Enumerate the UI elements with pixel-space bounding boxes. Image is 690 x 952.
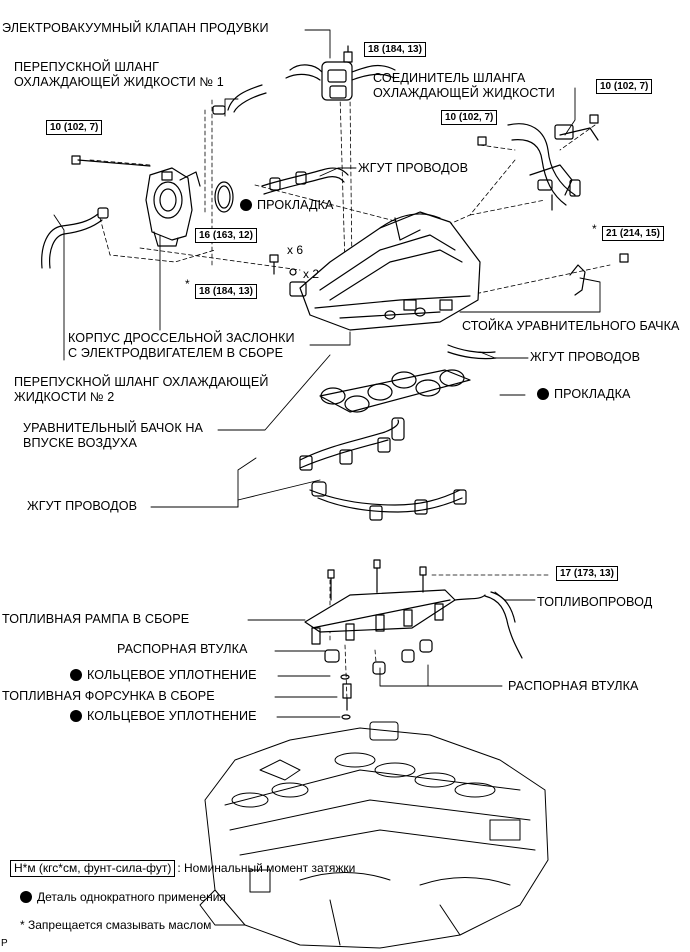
label-bypass-hose-2: ПЕРЕПУСКНОЙ ШЛАНГ ОХЛАЖДАЮЩЕЙ ЖИДКОСТИ №… xyxy=(14,375,269,404)
leader-lines xyxy=(53,29,601,718)
throttle-gasket-illustration xyxy=(214,181,234,213)
throttle-body-illustration xyxy=(71,155,201,247)
hose-connector-illustration xyxy=(477,114,599,211)
no-oil-star-mark: * xyxy=(185,277,190,291)
fuel-pipe-illustration xyxy=(484,591,523,659)
intake-gasket-illustration xyxy=(319,369,471,413)
non-reusable-dot-icon xyxy=(70,669,82,681)
label-throttle-body: КОРПУС ДРОССЕЛЬНОЙ ЗАСЛОНКИ С ЭЛЕКТРОДВИ… xyxy=(68,331,295,360)
torque-throttle-a: 16 (163, 12) xyxy=(195,228,257,243)
torque-left: 10 (102, 7) xyxy=(46,120,103,135)
count-x6: x 6 xyxy=(287,243,304,257)
label-wire-harness-1: ЖГУТ ПРОВОДОВ xyxy=(358,161,469,175)
purge-vsv-illustration xyxy=(285,45,396,101)
torque-unit: Н*м (кгс*см, фунт-сила-фут) xyxy=(10,860,176,877)
label-hose-connector: СОЕДИНИТЕЛЬ ШЛАНГА ОХЛАЖДАЮЩЕЙ ЖИДКОСТИ xyxy=(373,71,555,100)
label-surge-tank: УРАВНИТЕЛЬНЫЙ БАЧОК НА ВПУСКЕ ВОЗДУХА xyxy=(23,421,204,450)
spacers-illustration xyxy=(324,639,433,675)
bypass-hose-2-illustration xyxy=(41,207,109,269)
label-o-ring-2: КОЛЬЦЕВОЕ УПЛОТНЕНИЕ xyxy=(70,709,257,724)
count-x2: x 2 xyxy=(303,267,320,281)
throttle-bolts-illustration xyxy=(269,254,297,276)
label-o-ring-1: КОЛЬЦЕВОЕ УПЛОТНЕНИЕ xyxy=(70,668,257,683)
label-wire-harness-3: ЖГУТ ПРОВОДОВ xyxy=(27,499,138,513)
legend-non-reusable: Деталь однократного применения xyxy=(20,890,226,905)
label-fuel-pipe: ТОПЛИВОПРОВОД xyxy=(537,595,653,609)
label-stay-surge-tank: СТОЙКА УРАВНИТЕЛЬНОГО БАЧКА xyxy=(462,319,680,333)
non-reusable-dot-icon xyxy=(70,710,82,722)
torque-stay: 21 (214, 15) xyxy=(602,226,664,241)
dashed-assembly-lines xyxy=(89,94,611,701)
stay-surge-tank-illustration xyxy=(569,253,629,296)
injector-illustration xyxy=(340,674,352,720)
no-oil-star-mark-2: * xyxy=(592,222,597,236)
non-reusable-dot-icon xyxy=(537,388,549,400)
wire-harness-mid-illustration xyxy=(447,344,497,360)
corner-mark: P xyxy=(1,938,8,949)
wire-harness-lower-illustration xyxy=(299,417,467,521)
torque-throttle-b: 18 (184, 13) xyxy=(195,284,257,299)
non-reusable-dot-icon xyxy=(240,199,252,211)
wire-harness-upper-illustration xyxy=(261,167,349,195)
torque-connector-b: 10 (102, 7) xyxy=(441,110,498,125)
label-bypass-hose-1: ПЕРЕПУСКНОЙ ШЛАНГ ОХЛАЖДАЮЩЕЙ ЖИДКОСТИ №… xyxy=(14,60,224,89)
legend-torque: Н*м (кгс*см, фунт-сила-фут): Номинальный… xyxy=(10,860,355,877)
label-gasket-2: ПРОКЛАДКА xyxy=(537,387,631,402)
label-gasket-1: ПРОКЛАДКА xyxy=(240,198,334,213)
label-spacer-1: РАСПОРНАЯ ВТУЛКА xyxy=(117,642,248,656)
surge-tank-illustration xyxy=(289,211,481,331)
legend-no-oil: * Запрещается смазывать маслом xyxy=(20,918,212,932)
engine-block-illustration xyxy=(199,721,549,949)
label-fuel-rail: ТОПЛИВНАЯ РАМПА В СБОРЕ xyxy=(2,612,190,626)
torque-connector-a: 10 (102, 7) xyxy=(596,79,653,94)
fuel-rail-illustration xyxy=(304,559,486,645)
label-fuel-injector: ТОПЛИВНАЯ ФОРСУНКА В СБОРЕ xyxy=(2,689,215,703)
non-reusable-dot-icon xyxy=(20,891,32,903)
label-wire-harness-2: ЖГУТ ПРОВОДОВ xyxy=(530,350,641,364)
torque-rail: 17 (173, 13) xyxy=(556,566,618,581)
torque-purge: 18 (184, 13) xyxy=(364,42,426,57)
label-purge-valve: ЭЛЕКТРОВАКУУМНЫЙ КЛАПАН ПРОДУВКИ xyxy=(2,21,269,35)
bypass-hose-1-illustration xyxy=(212,84,267,115)
label-spacer-2: РАСПОРНАЯ ВТУЛКА xyxy=(508,679,639,693)
torque-description: : Номинальный момент затяжки xyxy=(177,861,356,875)
